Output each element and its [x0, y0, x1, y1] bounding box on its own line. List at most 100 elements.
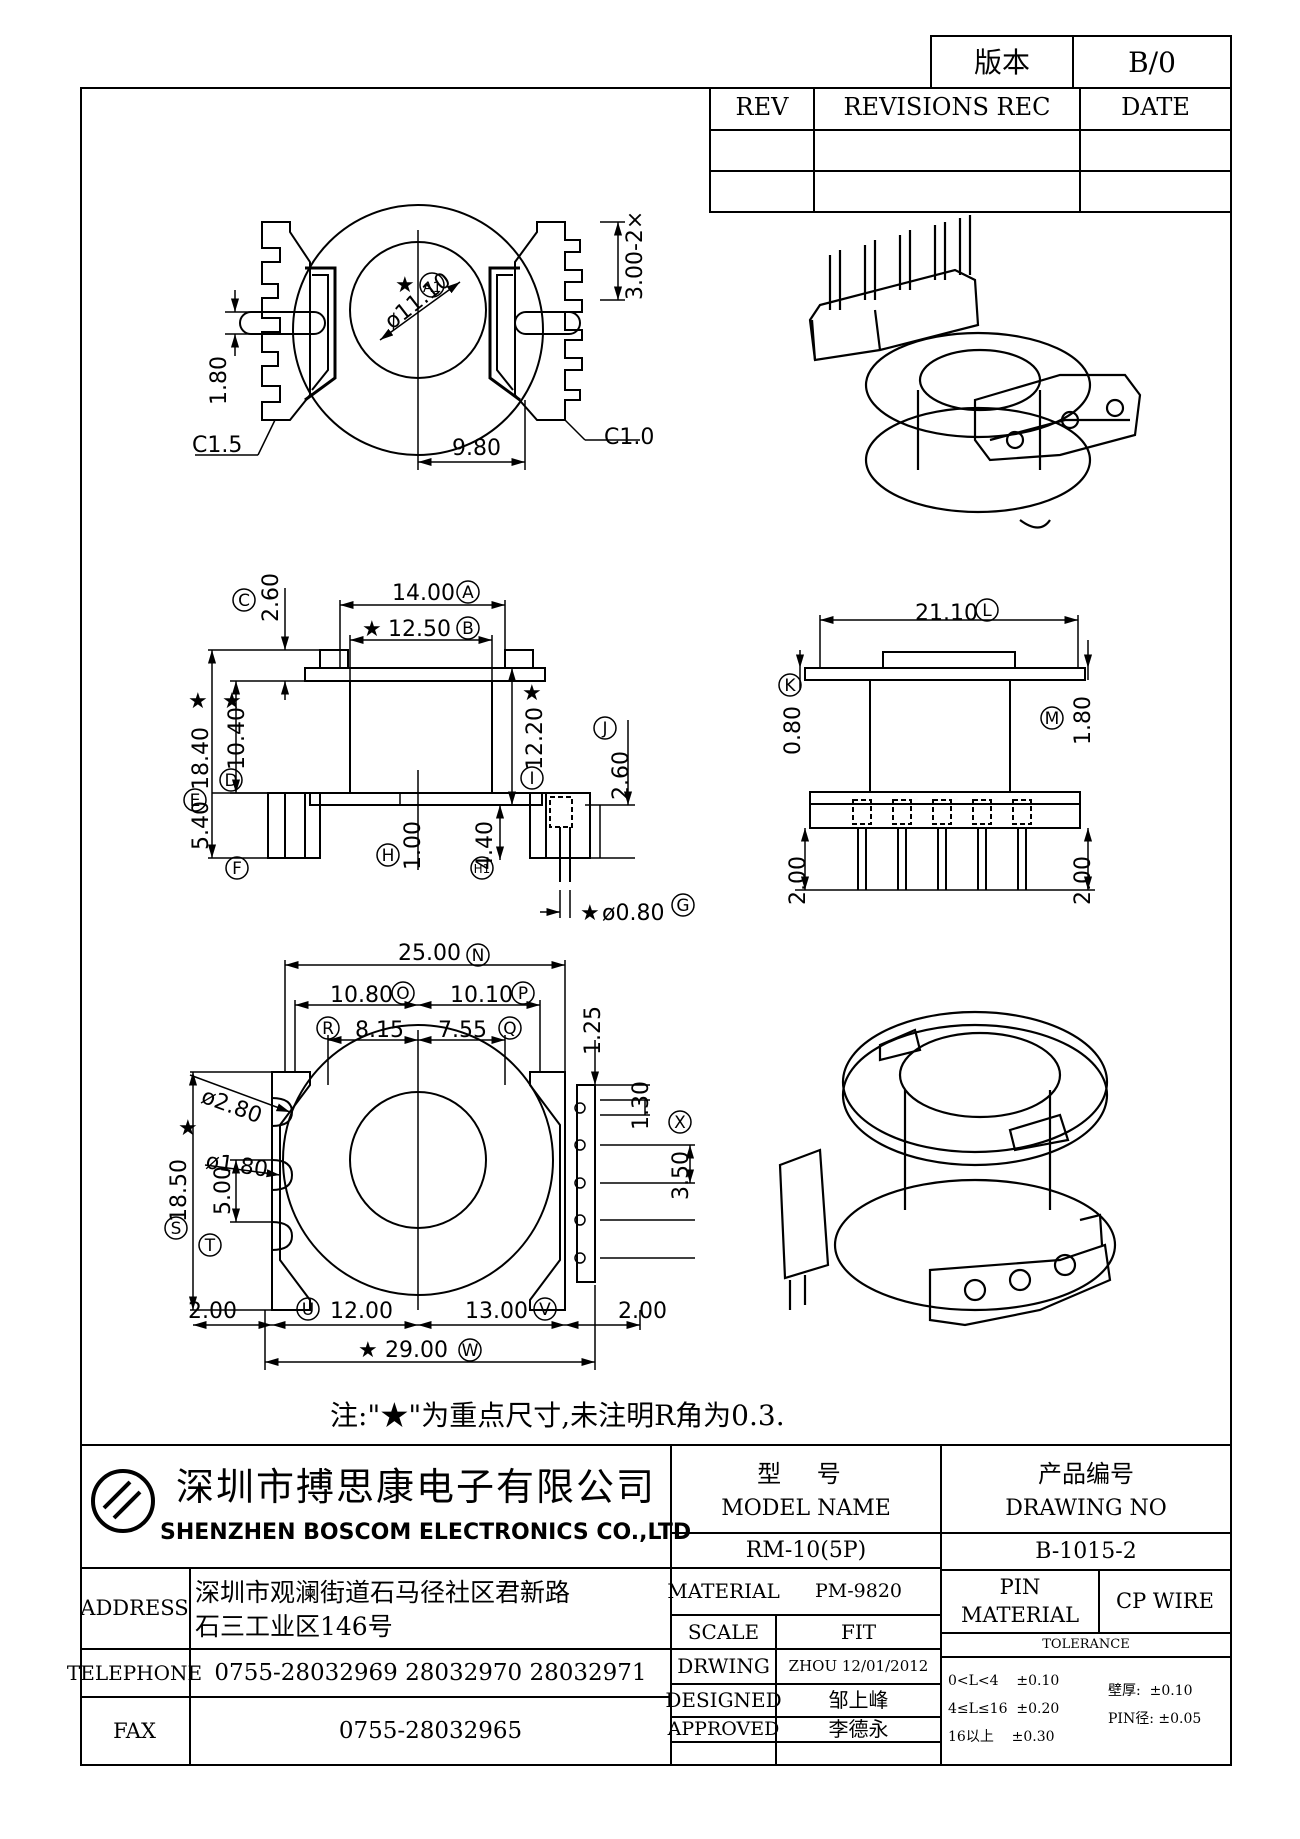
dim-tv-chamfer-right: C1.0	[604, 425, 654, 450]
telephone-value: 0755-28032969 28032970 28032971	[214, 1659, 647, 1686]
front-view	[207, 588, 635, 918]
drawing-frame	[80, 87, 1232, 1766]
balloon-w: W	[462, 1341, 479, 1361]
dim-bv-slot-pitch: 5.00	[211, 1166, 236, 1215]
dim-fv-base-step: 1.00	[401, 821, 426, 870]
drwing-value: ZHOU 12/01/2012	[788, 1656, 929, 1675]
title-block: 深圳市搏思康电子有限公司 SHENZHEN BOSCOM ELECTRONICS…	[67, 1444, 1230, 1764]
star-s: ★	[178, 1116, 198, 1141]
dim-tv-center-offset: 9.80	[452, 436, 501, 461]
dim-bv-left-center: 12.00	[330, 1299, 393, 1324]
designed-value: 邹上峰	[828, 1688, 889, 1712]
balloon-q: Q	[503, 1019, 516, 1039]
balloon-f: F	[232, 859, 242, 879]
company-logo-icon	[91, 1469, 155, 1533]
tolerance-row-1: 0<L<4 ±0.10	[948, 1672, 1060, 1689]
dim-fv-total-height: 18.40	[189, 727, 214, 790]
star-g: ★	[580, 901, 600, 926]
drawing-value: B-1015-2	[1035, 1538, 1137, 1564]
dim-bv-left-edge: 2.00	[188, 1299, 237, 1324]
version-box: 版本 B/0	[930, 35, 1232, 89]
dim-bv-pin-edge: 1.25	[581, 1006, 606, 1055]
balloon-p: P	[518, 984, 528, 1004]
balloon-l: L	[982, 601, 992, 621]
fax-value: 0755-28032965	[338, 1717, 523, 1744]
version-label: 版本	[932, 37, 1074, 89]
dim-sv-pin-left: 2.00	[786, 856, 811, 905]
drawing-label-en: DRAWING NO	[1005, 1496, 1167, 1522]
balloon-m: M	[1045, 709, 1060, 729]
model-value: RM-10(5P)	[745, 1537, 867, 1563]
balloon-h1: H1	[474, 862, 491, 876]
isometric-view-bottom	[778, 1010, 1117, 1327]
balloon-b: B	[462, 619, 474, 639]
dim-tv-slot-width: 1.80	[207, 356, 232, 405]
address-line1: 深圳市观澜街道石马径社区君新路	[195, 1577, 571, 1607]
dim-bv-right-edge: 2.00	[618, 1299, 667, 1324]
balloon-u: U	[302, 1300, 314, 1320]
balloon-j: J	[601, 719, 607, 739]
approved-value: 李德永	[828, 1717, 889, 1741]
drawing-label-cn: 产品编号	[1038, 1460, 1134, 1489]
dim-bv-right-half: 10.10	[450, 983, 513, 1008]
isometric-view-top	[808, 215, 1142, 529]
technical-drawing: 3.00-2× ø11.10 1.80 9.80 C1.5 C1.0 ★ A1 …	[164, 204, 1142, 1370]
star-i: ★	[522, 681, 542, 706]
dim-fv-pin-dia: ø0.80	[602, 901, 664, 926]
drawing-note: 注:"★"为重点尺寸,未注明R角为0.3.	[330, 1398, 785, 1432]
approved-label: APPROVED	[667, 1717, 780, 1740]
dim-fv-inner-height: 12.20	[523, 707, 548, 770]
dim-bv-right-inner: 7.55	[438, 1018, 487, 1043]
balloon-v: V	[539, 1300, 551, 1320]
revision-table: REV REVISIONS REC DATE	[709, 87, 1230, 213]
balloon-n: N	[472, 946, 485, 966]
balloon-r: R	[322, 1019, 334, 1039]
pin-material-label1: PIN	[999, 1574, 1041, 1599]
balloon-c: C	[238, 591, 250, 611]
balloon-a1: A1	[423, 280, 441, 296]
dim-sv-width: 21.10	[915, 601, 978, 626]
dim-fv-winding-height: 10.40	[225, 707, 250, 770]
company-name-en: SHENZHEN BOSCOM ELECTRONICS CO.,LTD	[160, 1520, 692, 1546]
dim-bv-flange-width: 25.00	[398, 941, 461, 966]
address-line2: 石三工业区146号	[195, 1611, 393, 1641]
address-label: ADDRESS	[80, 1596, 189, 1621]
dim-fv-core-width: 12.50	[388, 617, 451, 642]
dim-sv-pin-right: 2.00	[1071, 856, 1096, 905]
dim-fv-pin-offset: 2.60	[609, 751, 634, 800]
bottom-view	[188, 960, 695, 1370]
dim-bv-height: 18.50	[167, 1159, 192, 1222]
balloon-a: A	[462, 583, 474, 603]
balloon-t: T	[204, 1236, 216, 1256]
fax-label: FAX	[113, 1718, 156, 1743]
dim-tv-chamfer-left: C1.5	[192, 433, 242, 458]
tolerance-pin: PIN径: ±0.05	[1108, 1710, 1202, 1727]
dim-fv-flange-width: 14.00	[392, 581, 455, 606]
tolerance-wall: 壁厚: ±0.10	[1108, 1682, 1193, 1699]
dim-bv-total-width: 29.00	[385, 1338, 448, 1363]
balloon-x: X	[674, 1113, 686, 1133]
pin-material-label2: MATERIAL	[960, 1602, 1080, 1627]
top-view	[195, 204, 640, 470]
star-b: ★	[362, 617, 382, 642]
dim-fv-base-side: 4.40	[473, 821, 498, 870]
tolerance-row-2: 4≤L≤16 ±0.20	[948, 1700, 1060, 1717]
balloon-s: S	[171, 1219, 182, 1239]
balloon-e: E	[190, 791, 201, 811]
balloon-k: K	[784, 676, 796, 696]
dim-tv-pin-pitch: 3.00-2×	[623, 211, 648, 300]
drwing-label: DRWING	[677, 1654, 770, 1678]
star-d: ★	[222, 689, 242, 714]
pin-material-value: CP WIRE	[1116, 1589, 1214, 1614]
dim-bv-left-inner: 8.15	[355, 1018, 404, 1043]
material-value: PM-9820	[814, 1579, 902, 1602]
tolerance-row-3: 16以上 ±0.30	[948, 1728, 1055, 1745]
star-w: ★	[358, 1338, 378, 1363]
version-value: B/0	[1128, 45, 1176, 79]
balloon-i: I	[529, 769, 534, 789]
dim-bv-pin-pitch: 3.50	[669, 1151, 694, 1200]
revisions-rec-header: REVISIONS REC	[843, 93, 1051, 122]
designed-label: DESIGNED	[665, 1688, 782, 1712]
date-header: DATE	[1121, 93, 1190, 122]
star-e: ★	[188, 689, 208, 714]
